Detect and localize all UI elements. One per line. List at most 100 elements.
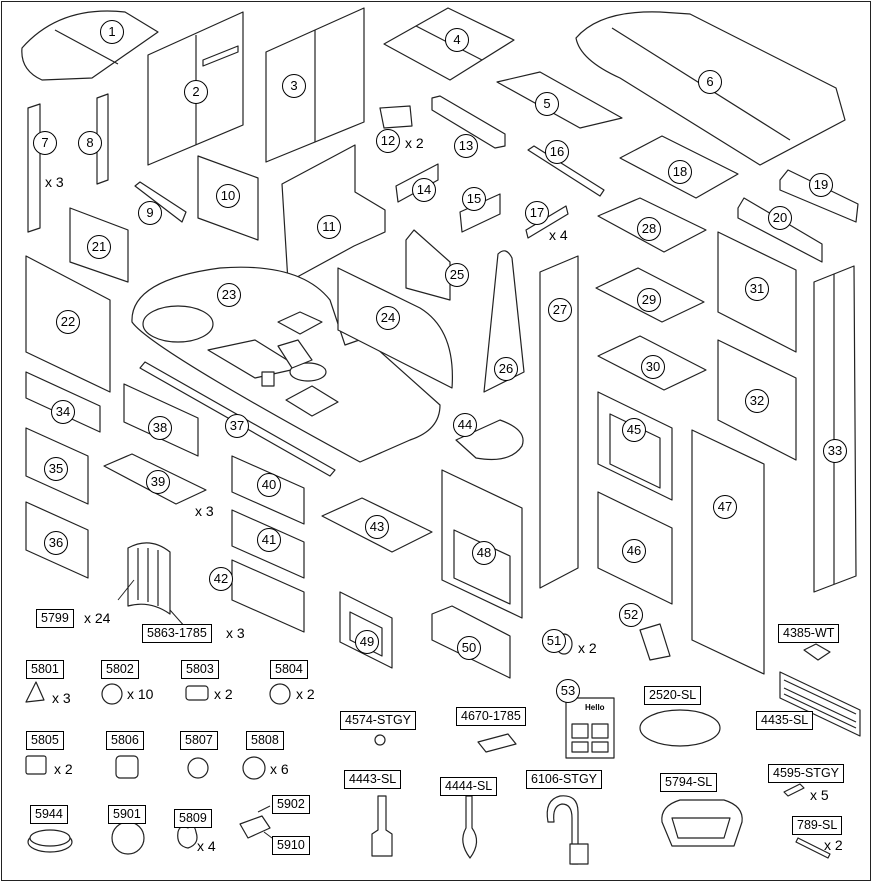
hardware-code-5805: 5805 bbox=[26, 731, 64, 750]
part-11-shape bbox=[281, 144, 386, 283]
hardware-5805-quantity: x 2 bbox=[54, 761, 73, 777]
hardware-5863-1785-quantity: x 3 bbox=[226, 625, 245, 641]
hardware-4670-shape bbox=[477, 733, 517, 753]
hardware-code-5807: 5807 bbox=[180, 731, 218, 750]
part-number-1: 1 bbox=[100, 20, 124, 44]
hardware-code-4443-sl: 4443-SL bbox=[344, 770, 402, 789]
part-5-shape bbox=[496, 71, 623, 129]
part-number-32: 32 bbox=[745, 389, 769, 413]
part-26-shape bbox=[483, 250, 525, 393]
part-8-shape bbox=[96, 93, 109, 185]
hardware-code-6106-stgy: 6106-STGY bbox=[526, 770, 603, 789]
part-number-4: 4 bbox=[445, 28, 469, 52]
part-52-shape bbox=[639, 623, 671, 661]
part-number-5: 5 bbox=[535, 92, 559, 116]
hardware-789-sl-quantity: x 2 bbox=[824, 837, 843, 853]
part-number-2: 2 bbox=[184, 80, 208, 104]
part-9-shape bbox=[134, 181, 187, 223]
part-27-shape bbox=[539, 255, 579, 589]
part-number-7: 7 bbox=[33, 131, 57, 155]
hardware-4595-shape bbox=[783, 783, 805, 797]
hardware-5806-shape bbox=[115, 755, 139, 779]
part-12-quantity: x 2 bbox=[405, 135, 424, 151]
part-number-15: 15 bbox=[462, 187, 486, 211]
part-number-31: 31 bbox=[745, 277, 769, 301]
hardware-5808-quantity: x 6 bbox=[270, 761, 289, 777]
part-number-29: 29 bbox=[637, 288, 661, 312]
part-number-39: 39 bbox=[146, 470, 170, 494]
part-47-shape bbox=[691, 429, 765, 675]
part-number-43: 43 bbox=[365, 515, 389, 539]
hardware-789-shape bbox=[795, 837, 831, 859]
hardware-4443-shape bbox=[371, 795, 393, 857]
part-number-42: 42 bbox=[209, 567, 233, 591]
part-number-36: 36 bbox=[44, 531, 68, 555]
hardware-4574-shape bbox=[374, 734, 386, 746]
part-number-28: 28 bbox=[637, 217, 661, 241]
part-number-47: 47 bbox=[713, 495, 737, 519]
part-number-33: 33 bbox=[823, 439, 847, 463]
hardware-5902-shape bbox=[239, 815, 271, 839]
part-51-quantity: x 2 bbox=[578, 640, 597, 656]
part-number-20: 20 bbox=[768, 206, 792, 230]
part-number-37: 37 bbox=[225, 414, 249, 438]
part-number-9: 9 bbox=[138, 201, 162, 225]
hardware-code-4444-sl: 4444-SL bbox=[440, 777, 498, 796]
part-number-52: 52 bbox=[619, 603, 643, 627]
hardware-code-5804: 5804 bbox=[270, 660, 308, 679]
part-number-6: 6 bbox=[698, 70, 722, 94]
sticker-hello-text: Hello bbox=[585, 703, 605, 712]
part-number-10: 10 bbox=[216, 184, 240, 208]
hardware-5809-quantity: x 4 bbox=[197, 838, 216, 854]
part-number-53: 53 bbox=[556, 679, 580, 703]
part-number-50: 50 bbox=[457, 636, 481, 660]
hardware-5799-quantity: x 24 bbox=[84, 610, 111, 626]
part-number-18: 18 bbox=[668, 160, 692, 184]
hardware-code-4595-stgy: 4595-STGY bbox=[768, 764, 845, 783]
hardware-4385-shape bbox=[803, 643, 831, 661]
hardware-4595-stgy-quantity: x 5 bbox=[810, 787, 829, 803]
hardware-code-5802: 5802 bbox=[101, 660, 139, 679]
part-number-3: 3 bbox=[282, 74, 306, 98]
part-7-quantity: x 3 bbox=[45, 174, 64, 190]
part-39-quantity: x 3 bbox=[195, 503, 214, 519]
hardware-2520-shape bbox=[639, 709, 721, 747]
part-number-27: 27 bbox=[548, 298, 572, 322]
hardware-code-2520-sl: 2520-SL bbox=[644, 686, 702, 705]
hardware-5801-quantity: x 3 bbox=[52, 690, 71, 706]
part-number-35: 35 bbox=[44, 457, 68, 481]
part-number-38: 38 bbox=[148, 416, 172, 440]
part-number-49: 49 bbox=[355, 630, 379, 654]
part-number-8: 8 bbox=[78, 131, 102, 155]
part-number-45: 45 bbox=[622, 418, 646, 442]
hardware-5809-shape bbox=[177, 825, 198, 849]
hardware-5808-shape bbox=[242, 756, 266, 780]
part-12-shape bbox=[379, 105, 413, 129]
part-number-13: 13 bbox=[454, 134, 478, 158]
hardware-code-5809: 5809 bbox=[174, 809, 212, 828]
hardware-code-5803: 5803 bbox=[181, 660, 219, 679]
hardware-5802-shape bbox=[101, 683, 123, 705]
hardware-code-789-sl: 789-SL bbox=[792, 816, 843, 835]
hardware-code-4670-1785: 4670-1785 bbox=[456, 707, 526, 726]
hardware-5801-shape bbox=[25, 681, 45, 703]
hardware-5807-shape bbox=[187, 757, 209, 779]
part-number-12: 12 bbox=[376, 129, 400, 153]
hardware-code-5863-1785: 5863-1785 bbox=[142, 624, 212, 643]
part-25-shape bbox=[405, 229, 451, 301]
part-number-51: 51 bbox=[542, 629, 566, 653]
part-33-shape bbox=[813, 265, 857, 593]
part-number-11: 11 bbox=[317, 215, 341, 239]
hardware-code-5944: 5944 bbox=[30, 805, 68, 824]
hardware-code-5808: 5808 bbox=[246, 731, 284, 750]
hardware-5804-quantity: x 2 bbox=[296, 686, 315, 702]
part-number-40: 40 bbox=[257, 473, 281, 497]
hardware-code-5799: 5799 bbox=[36, 609, 74, 628]
part-number-44: 44 bbox=[453, 413, 477, 437]
hardware-4444-shape bbox=[462, 795, 478, 859]
part-17-shape bbox=[525, 205, 569, 239]
hardware-code-4574-stgy: 4574-STGY bbox=[340, 711, 417, 730]
hardware-5805-shape bbox=[25, 755, 47, 775]
hardware-code-5902: 5902 bbox=[272, 795, 310, 814]
